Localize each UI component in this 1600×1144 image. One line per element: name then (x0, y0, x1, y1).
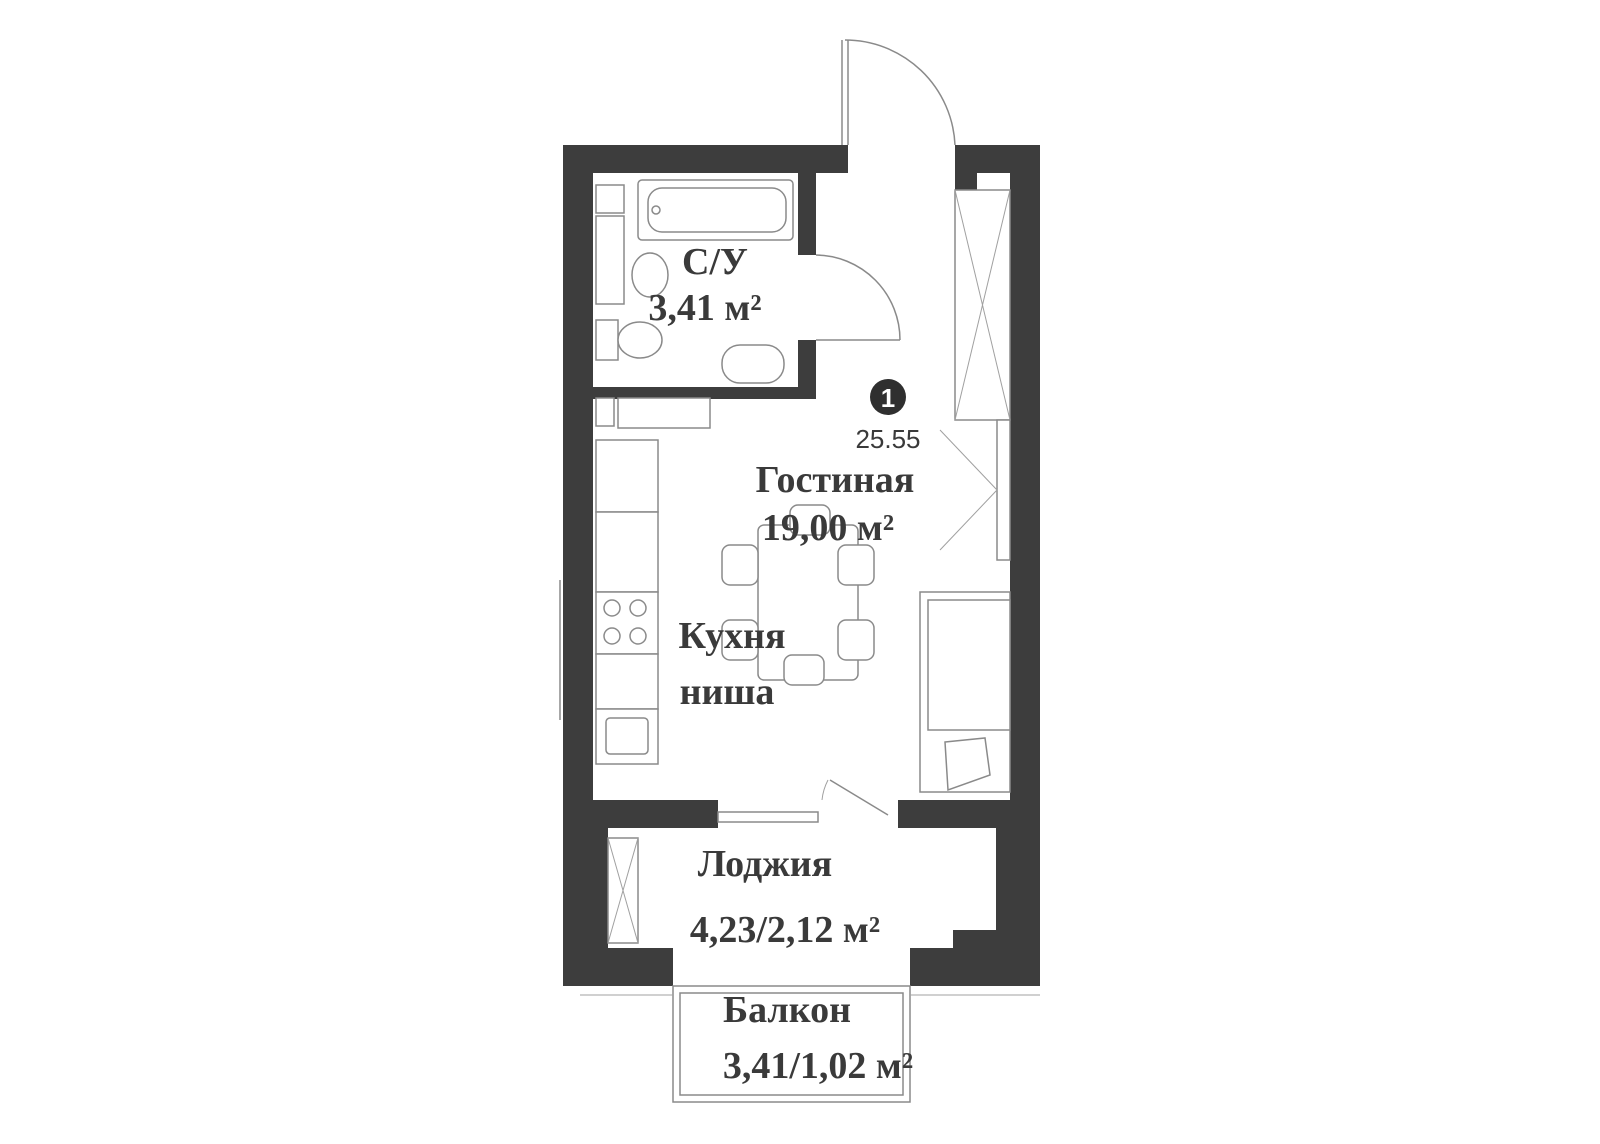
bathroom-name: С/У (682, 241, 748, 283)
total-area: 25.55 (855, 424, 920, 454)
apartment-number-badge (870, 379, 906, 415)
kitchen-name-line1: Кухня (678, 615, 785, 657)
living-name: Гостиная (756, 459, 915, 501)
balcony-area: 3,41/1,02 м² (723, 1045, 913, 1087)
fixtures (580, 179, 1040, 1103)
doors-windows (559, 39, 1011, 944)
walls (563, 145, 1040, 986)
living-area: 19,00 м² (762, 507, 894, 549)
bathroom-area: 3,41 м² (648, 287, 761, 329)
loggia-area: 4,23/2,12 м² (690, 909, 880, 951)
loggia-name: Лоджия (698, 843, 833, 885)
balcony-name: Балкон (723, 989, 851, 1031)
kitchen-name-line2: ниша (680, 671, 775, 713)
room-labels: С/У 3,41 м² 1 25.55 Гостиная 19,00 м² Ку… (648, 241, 920, 1087)
apartment-number: 1 (881, 383, 895, 413)
